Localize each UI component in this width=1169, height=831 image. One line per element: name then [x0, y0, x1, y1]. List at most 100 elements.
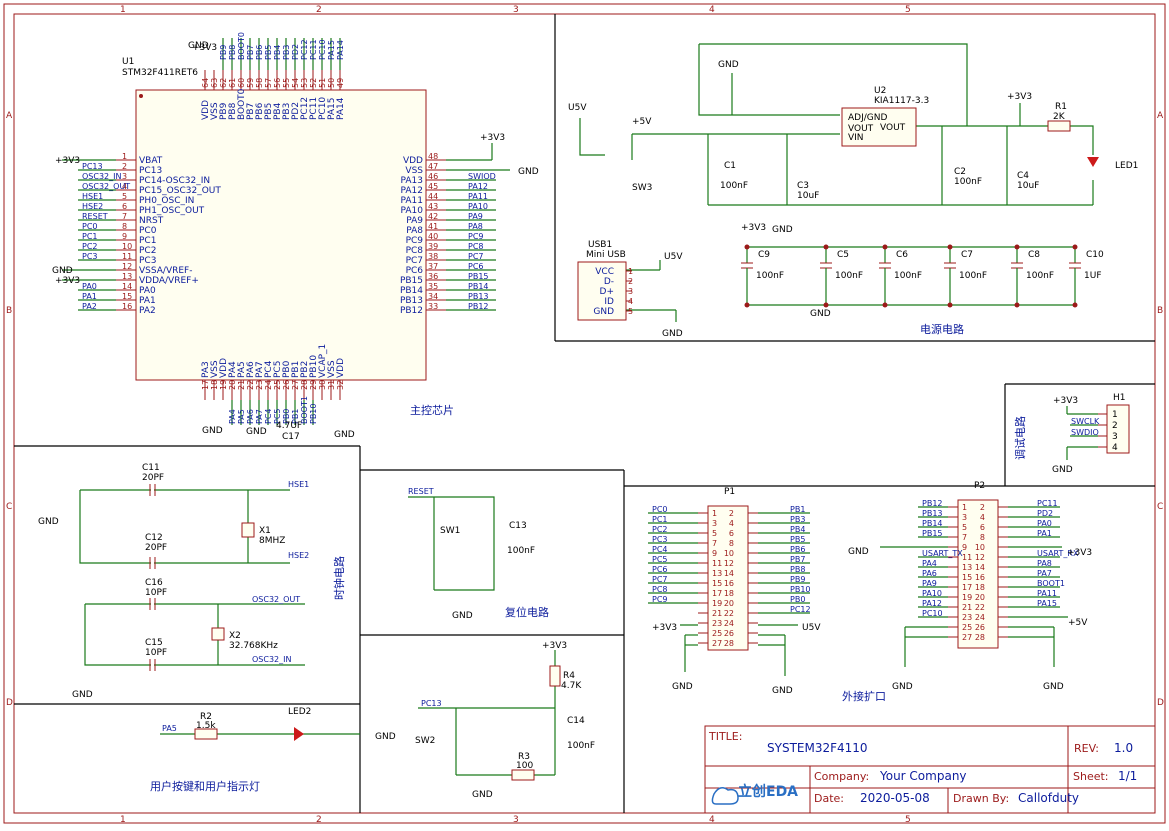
cap-ref: C9	[758, 250, 770, 260]
mcu-pin-num: 56	[273, 78, 282, 88]
usb-pin-num: 4	[628, 297, 633, 306]
clock-gnd: GND	[38, 517, 59, 527]
mcu-pin-num: 22	[246, 380, 255, 390]
mcu-net-label: PA14	[336, 40, 345, 60]
usb-pin-name: VCC	[595, 267, 614, 277]
mcu-net-label: PB8	[228, 45, 237, 60]
p1-net-label: PB9	[790, 575, 805, 584]
mcu-pin-num: 58	[255, 78, 264, 88]
mcu-net-label: PA7	[255, 409, 264, 424]
mcu-pin-num: 45	[428, 182, 438, 191]
cap-val: 100nF	[756, 271, 784, 281]
reset-section: RESET SW1 C13 100nF GND 复位电路	[408, 487, 549, 621]
mcu-net-label: PB15	[468, 272, 489, 281]
mcu-pin-num: 38	[428, 252, 438, 261]
mcu-pin-name: PA5	[237, 361, 247, 378]
cloud-icon	[711, 787, 739, 805]
usb-u5v: U5V	[664, 252, 683, 262]
p1-pin-num: 14	[724, 569, 734, 578]
mcu-pin-name: PB12	[400, 306, 423, 316]
mcu-net-label: PB9	[219, 45, 228, 60]
p1-pin-num: 5	[712, 529, 717, 538]
p1-net-label: PC4	[652, 545, 668, 554]
usb-pin-name: GND	[593, 307, 614, 317]
p1-pin-num: 27	[712, 639, 722, 648]
mcu-pin-num: 30	[318, 380, 327, 390]
mcu-pin-name: BOOT0	[237, 88, 247, 120]
mcu-pin-name: PA2	[139, 306, 156, 316]
mcu-net-label: PA5	[237, 409, 246, 424]
c13-val: 100nF	[507, 546, 535, 556]
mcu-net-label: PC9	[468, 232, 484, 241]
p1-net-label: PC2	[652, 525, 668, 534]
p2-net-label: PD2	[1037, 509, 1053, 518]
mcu-pin-name: PC4	[264, 360, 274, 378]
p1-pin-num: 24	[724, 619, 734, 628]
usb-pin-num: 3	[628, 287, 633, 296]
mcu-net-label: PA9	[468, 212, 483, 221]
p2-pin-num: 16	[975, 573, 985, 582]
mcu-pin-num: 64	[201, 78, 210, 88]
mcu-pin-name: PC11	[309, 97, 319, 120]
mcu-pin-num: 18	[210, 380, 219, 390]
mcu-net-label: PB7	[246, 45, 255, 60]
p1-gnd-right: GND	[772, 686, 793, 696]
mcu-pin-num: 52	[309, 78, 318, 88]
p2-net-label: PA10	[922, 589, 942, 598]
p1-net-label: PB3	[790, 515, 805, 524]
r1-val: 2K	[1053, 112, 1066, 122]
debug-header-h1	[1106, 404, 1130, 454]
c4-val: 10uF	[1017, 181, 1039, 191]
mcu-pin-num: 12	[122, 262, 132, 271]
mcu-net-label: PC11	[309, 39, 318, 60]
p2-pin-num: 7	[962, 533, 967, 542]
osc-out-net: OSC32_OUT	[252, 595, 300, 604]
p2-pin-num: 20	[975, 593, 985, 602]
c2-val: 100nF	[954, 177, 982, 187]
mcu-pin-name: PA13	[401, 176, 423, 186]
led1-icon	[1087, 157, 1099, 167]
p2-net-label: PA0	[1037, 519, 1052, 528]
x2-val: 32.768KHz	[229, 641, 278, 651]
p2-gnd-br: GND	[1043, 682, 1064, 692]
title-block: TITLE: SYSTEM32F4110 REV: 1.0 Company: Y…	[704, 725, 1156, 814]
p1-net-label: PC7	[652, 575, 668, 584]
power-section: U2 KIA1117-3.3 ADJ/GND VOUT VIN VOUT U5V…	[568, 43, 1138, 339]
mcu-pin-name: VSS	[327, 360, 337, 378]
p2-pin-num: 10	[975, 543, 985, 552]
cap-val: 100nF	[835, 271, 863, 281]
mcu-pin-num: 40	[428, 232, 438, 241]
mcu-net-label: PA11	[468, 192, 488, 201]
p2-net-label: BOOT1	[1037, 579, 1065, 588]
mcu-pin-name: PA9	[406, 216, 423, 226]
mcu-pin-num: 16	[122, 302, 132, 311]
mcu-pin-name: VDD	[336, 358, 346, 378]
rev-value: 1.0	[1114, 741, 1133, 755]
mcu-net-label: PA6	[246, 409, 255, 424]
p1-pin-num: 12	[724, 559, 734, 568]
p1-net-label: PB0	[790, 595, 805, 604]
logo-text: 立创EDA	[738, 783, 798, 800]
p1-gnd-left: GND	[672, 682, 693, 692]
mcu-pin-name: PC12	[300, 97, 310, 120]
mcu-right-3v3: +3V3	[480, 133, 505, 143]
mcu-net-label: PB1	[291, 409, 300, 424]
mcu-pin-name: PA8	[406, 226, 423, 236]
mcu-pin-name: PB15	[400, 276, 423, 286]
c3-ref: C3	[797, 181, 809, 191]
grid-col-top: 3	[513, 5, 519, 15]
mcu-pin-num: 39	[428, 242, 438, 251]
title-label: TITLE:	[708, 730, 742, 743]
mcu-pin-name: PC8	[406, 246, 424, 256]
mcu-pin-name: PA3	[201, 361, 211, 378]
ldo-pin3: VIN	[848, 133, 864, 143]
reset-gnd: GND	[452, 611, 473, 621]
c12-val: 20PF	[145, 543, 167, 553]
debug-pin-num: 4	[1112, 443, 1118, 453]
date-label: Date:	[814, 792, 844, 805]
grid-col-bottom: 3	[513, 815, 519, 825]
p1-pin-num: 6	[729, 529, 734, 538]
